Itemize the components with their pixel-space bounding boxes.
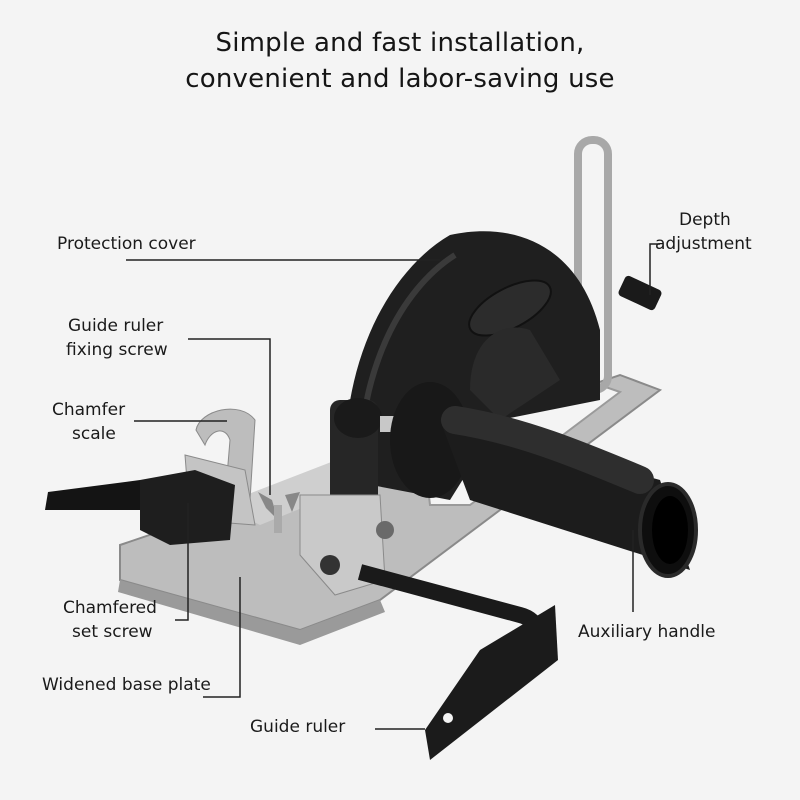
wing-nut [258, 492, 300, 533]
label-guide-ruler-fixing-screw-line1: Guide ruler [68, 316, 164, 336]
headline-line-1: Simple and fast installation, [215, 28, 585, 58]
auxiliary-handle [390, 382, 698, 578]
label-chamfer-scale-line1: Chamfer [52, 400, 126, 420]
label-guide-ruler: Guide ruler [250, 717, 346, 737]
headline-line-2: convenient and labor-saving use [185, 64, 615, 94]
label-chamfer-scale-line2: scale [72, 424, 116, 444]
leader-widened-base-plate [203, 577, 241, 698]
leader-depth-adjustment [649, 243, 660, 295]
guide-ruler [357, 564, 558, 760]
label-chamfered-set-screw-line1: Chamfered [63, 598, 157, 618]
leader-guide-ruler-fixing-screw [188, 338, 271, 495]
label-chamfered-set-screw-line2: set screw [72, 622, 153, 642]
label-depth-adjustment-line1: Depth [679, 210, 731, 230]
label-protection-cover: Protection cover [57, 234, 196, 254]
rubber-block [45, 470, 235, 545]
label-widened-base-plate: Widened base plate [42, 675, 211, 695]
label-depth-adjustment-line2: adjustment [655, 234, 752, 254]
leader-chamfered-set-screw [175, 503, 189, 621]
label-auxiliary-handle: Auxiliary handle [578, 622, 716, 642]
leader-lines [126, 243, 660, 730]
label-guide-ruler-fixing-screw-line2: fixing screw [66, 340, 168, 360]
